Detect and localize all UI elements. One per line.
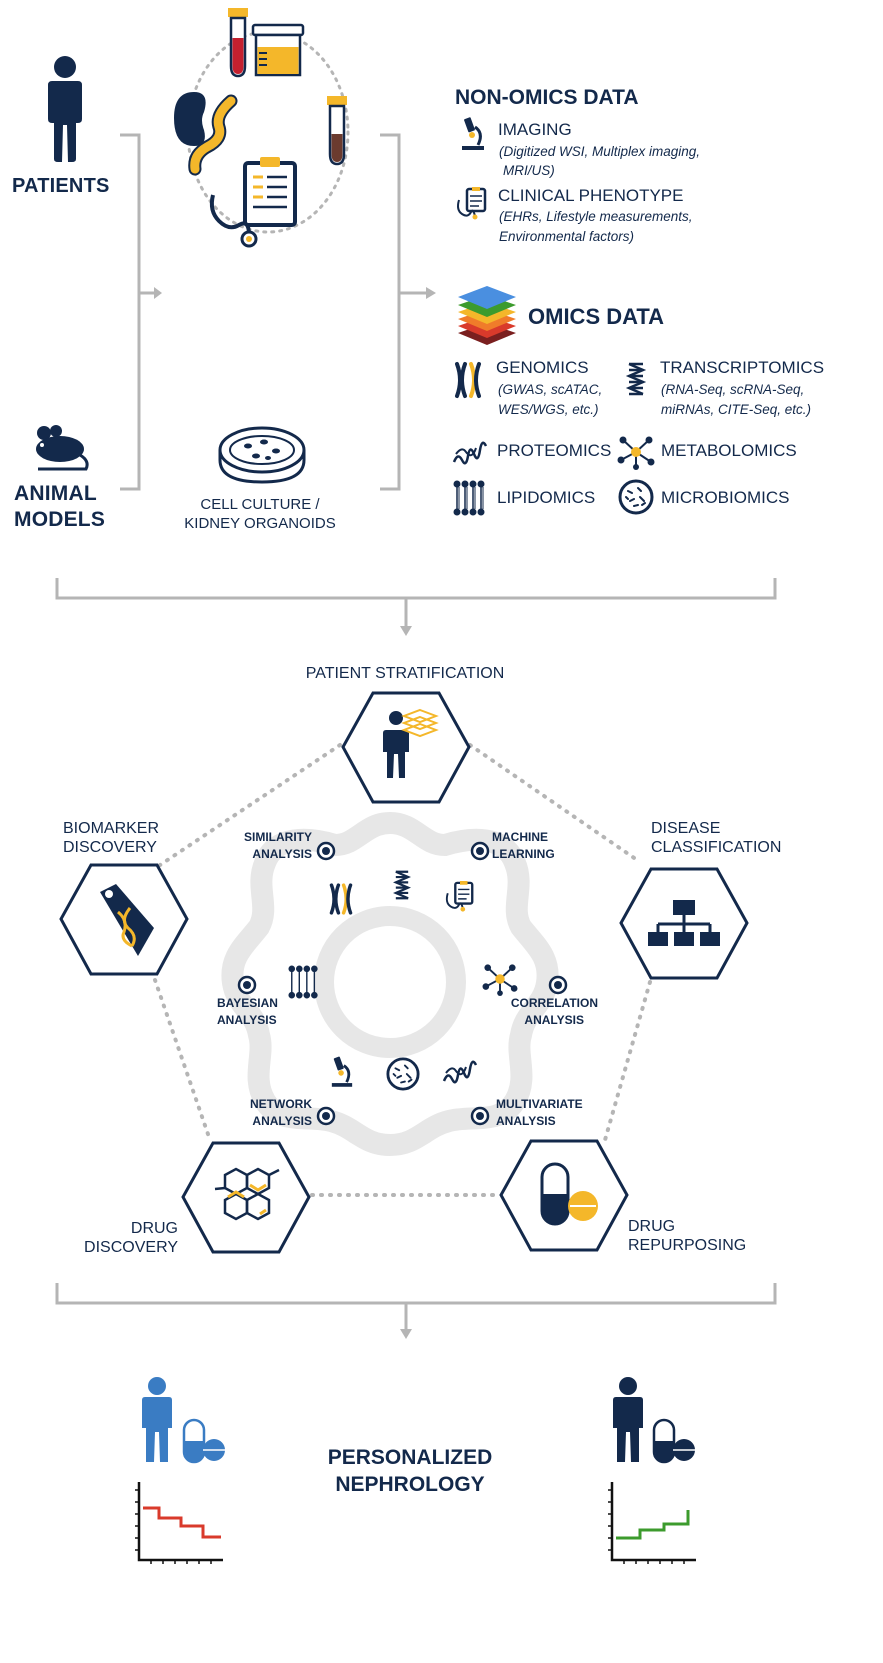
lipidomics-label: LIPIDOMICS (497, 488, 596, 507)
stool-tube-icon (327, 96, 347, 166)
bayesian-label-2: ANALYSIS (217, 1013, 277, 1027)
machine-learning-label-1: MACHINE (492, 830, 548, 844)
outcome-title-2: NEPHROLOGY (335, 1473, 485, 1496)
outcome-title-1: PERSONALIZED (327, 1446, 493, 1469)
hex-drug-discovery (181, 1141, 311, 1254)
network-label-2: ANALYSIS (252, 1114, 312, 1128)
clinical-detail-2: Environmental factors) (499, 229, 635, 244)
protein-icon (442, 1060, 478, 1084)
target-dot-icon (237, 975, 257, 995)
omics-title: OMICS DATA (528, 304, 665, 329)
genomics-detail-2: WES/WGS, etc.) (498, 402, 599, 417)
imaging-title: IMAGING (498, 120, 572, 139)
patients-label: PATIENTS (12, 175, 110, 197)
rna-strand-icon (625, 362, 647, 396)
microbe-icon (386, 1057, 420, 1091)
microbiomics-label: MICROBIOMICS (661, 488, 790, 507)
blood-tube-icon (228, 8, 248, 78)
machine-learning-label-2: LEARNING (492, 847, 555, 861)
transcriptomics-detail-2: miRNAs, CITE-Seq, etc.) (661, 402, 812, 417)
multivariate-label-2: ANALYSIS (496, 1114, 556, 1128)
transcriptomics-detail-1: (RNA-Seq, scRNA-Seq, (661, 382, 805, 397)
patient-figure-icon (48, 56, 82, 162)
target-dot-icon (316, 1106, 336, 1126)
clinical-title: CLINICAL PHENOTYPE (498, 186, 684, 205)
imaging-detail-2: MRI/US) (503, 163, 555, 178)
hex-drug-repurposing (499, 1139, 629, 1252)
biomarker-label-1: BIOMARKER (63, 820, 160, 837)
genomics-title: GENOMICS (496, 358, 589, 377)
gear-background (221, 811, 559, 1157)
kidney-icon (174, 92, 206, 146)
animal-models-label-2: MODELS (14, 508, 106, 531)
lipid-bilayer-icon (288, 965, 318, 999)
non-omics-title: NON-OMICS DATA (455, 86, 639, 109)
rna-strand-icon (393, 870, 411, 900)
clinical-phenotype-icon (457, 187, 487, 220)
target-dot-icon (316, 841, 336, 861)
correlation-label-2: ANALYSIS (524, 1013, 584, 1027)
urine-container-icon (251, 23, 305, 77)
disease-label-1: DISEASE (651, 820, 721, 837)
decline-chart-icon (135, 1482, 223, 1564)
network-label-1: NETWORK (250, 1097, 312, 1111)
hex-biomarker-discovery (59, 863, 189, 976)
disease-label-2: CLASSIFICATION (651, 839, 782, 856)
proteomics-label: PROTEOMICS (497, 441, 612, 460)
patient-navy-icon (613, 1377, 643, 1462)
molecule-icon (617, 436, 655, 470)
target-dot-icon (470, 841, 490, 861)
stethoscope-clipboard-icon (209, 157, 297, 248)
microscope-icon (462, 117, 484, 150)
metabolomics-label: METABOLOMICS (661, 441, 797, 460)
hex-disease-classification (619, 867, 749, 980)
target-dot-icon (548, 975, 568, 995)
petri-dish-icon (218, 426, 306, 484)
animal-models-label-1: ANIMAL (14, 482, 97, 505)
protein-icon (452, 441, 488, 465)
microbe-icon (618, 479, 654, 515)
left-bracket (120, 133, 162, 491)
bayesian-label-1: BAYESIAN (217, 996, 278, 1010)
top-merge-bracket (55, 578, 777, 636)
clinical-detail-1: (EHRs, Lifestyle measurements, (499, 209, 693, 224)
patient-blue-icon (142, 1377, 172, 1462)
target-dot-icon (470, 1106, 490, 1126)
chromosome-icon (329, 883, 353, 915)
drug-discovery-label-2: DISCOVERY (84, 1239, 178, 1256)
multivariate-label-1: MULTIVARIATE (496, 1097, 583, 1111)
mouse-icon (36, 425, 89, 471)
microscope-icon (331, 1056, 353, 1087)
transcriptomics-title: TRANSCRIPTOMICS (660, 358, 825, 377)
patient-stratification-label: PATIENT STRATIFICATION (305, 665, 505, 682)
intestine-icon (188, 94, 238, 176)
drug-repurposing-label-2: REPURPOSING (628, 1237, 747, 1254)
chromosome-icon (455, 362, 481, 398)
lipid-bilayer-icon (453, 480, 485, 516)
hex-patient-stratification (341, 691, 471, 804)
imaging-detail-1: (Digitized WSI, Multiplex imaging, (499, 144, 701, 159)
bottom-merge-bracket (55, 1283, 777, 1339)
molecule-icon (482, 964, 518, 996)
similarity-label-1: SIMILARITY (244, 830, 312, 844)
cell-culture-label-1: CELL CULTURE / (200, 496, 320, 513)
omics-layers-icon (458, 286, 516, 345)
drug-repurposing-label-1: DRUG (628, 1218, 676, 1235)
genomics-detail-1: (GWAS, scATAC, (498, 382, 603, 397)
improvement-chart-icon (608, 1482, 696, 1564)
pill-navy-icon (652, 1418, 695, 1464)
pill-blue-icon (182, 1418, 225, 1464)
cell-culture-label-2: KIDNEY ORGANOIDS (184, 515, 336, 532)
similarity-label-2: ANALYSIS (252, 847, 312, 861)
right-bracket (380, 133, 436, 491)
clinical-phenotype-icon (445, 881, 474, 912)
biomarker-label-2: DISCOVERY (63, 839, 157, 856)
drug-discovery-label-1: DRUG (130, 1220, 178, 1237)
correlation-label-1: CORRELATION (510, 996, 598, 1010)
